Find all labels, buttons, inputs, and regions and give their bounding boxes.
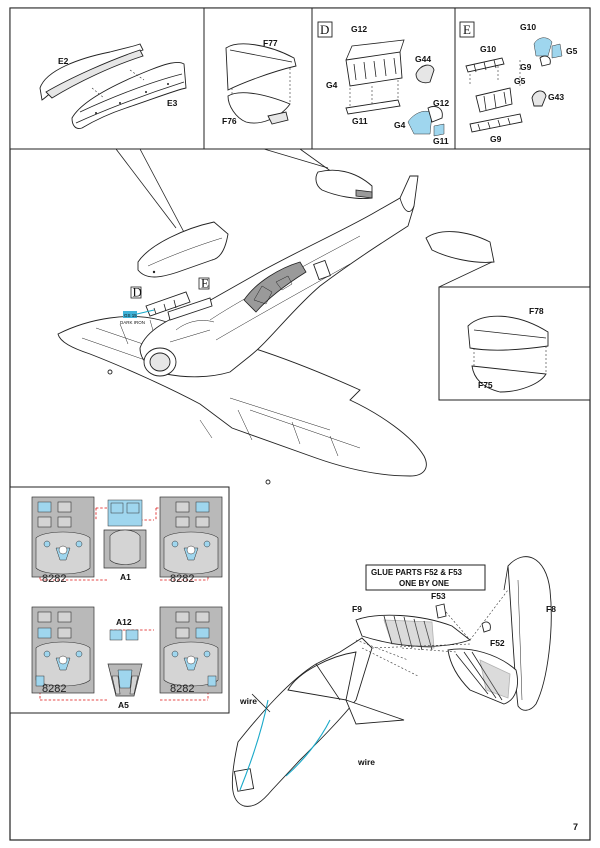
tail-assembly: GLUE PARTS F52 & F53 ONE BY ONE F9 F53 F… (231, 556, 556, 807)
label-f8: F8 (546, 604, 556, 614)
pe-panel-lr: 8282 (159, 606, 223, 695)
pe-panel-ur: 8282 (159, 496, 223, 585)
label-f9: F9 (352, 604, 362, 614)
label-g11: G11 (352, 116, 368, 126)
inset-photoetch: 8282 8282 A1 (9, 486, 230, 714)
label-a12: A12 (116, 617, 132, 627)
label-g9: G9 (520, 62, 532, 72)
step-d-letter: D (320, 22, 329, 37)
note-line-2: ONE BY ONE (399, 579, 450, 588)
main-step-d-letter: D (133, 285, 142, 300)
paint-callout-code: GS 15 (124, 313, 137, 318)
label-f77: F77 (263, 38, 278, 48)
label-e2: E2 (58, 56, 69, 66)
label-g43: G43 (548, 92, 564, 102)
main-step-e-letter: E (201, 276, 209, 291)
label-g9-rail: G9 (490, 134, 502, 144)
label-f76: F76 (222, 116, 237, 126)
pe-panel-ll: 8282 (31, 606, 95, 695)
label-a5: A5 (118, 700, 129, 710)
step-e-letter: E (463, 22, 471, 37)
label-f53: F53 (431, 591, 446, 601)
label-g5: G5 (566, 46, 578, 56)
label-g4-detail: G4 (394, 120, 406, 130)
label-wire-2: wire (357, 757, 375, 767)
step-e-parts: E G10 G10 G5 G9 G5 G43 G9 (459, 21, 578, 144)
label-f52: F52 (490, 638, 505, 648)
label-g10: G10 (520, 22, 536, 32)
canopy-front-parts: F77 F76 (222, 38, 297, 126)
page-number: 7 (573, 822, 578, 832)
inset-canopy-front (203, 7, 313, 150)
paint-callout-swatch (123, 311, 137, 318)
callout-line-2 (139, 148, 187, 237)
label-g11-detail: G11 (433, 136, 449, 146)
main-aircraft-assembly: D E GS 15 DARK IRON (57, 169, 495, 485)
label-a1: A1 (120, 572, 131, 582)
pe-part-a1: A1 (103, 499, 147, 582)
label-g12-detail: G12 (433, 98, 449, 108)
pe-panel-number-ur: 8282 (170, 573, 194, 585)
note-line-1: GLUE PARTS F52 & F53 (371, 568, 463, 577)
label-f75: F75 (478, 380, 493, 390)
label-g5-rail: G5 (514, 76, 526, 86)
paint-callout-name: DARK IRON (120, 320, 145, 325)
step-d-parts: D G12 G44 G4 G11 G4 G12 G11 (317, 21, 449, 146)
callout-line-4 (299, 148, 333, 173)
cowling-parts: E2 E3 (39, 43, 187, 129)
label-g44: G44 (415, 54, 431, 64)
note-box (365, 564, 486, 591)
label-e3: E3 (167, 98, 178, 108)
callout-line-1 (115, 148, 177, 229)
pe-panel-number-lr: 8282 (170, 683, 194, 695)
label-g4: G4 (326, 80, 338, 90)
label-wire-1: wire (239, 696, 257, 706)
step-d-box (317, 21, 333, 38)
pe-part-a12-a5: A12 A5 (107, 617, 143, 710)
step-e-box (459, 21, 475, 38)
pe-panel-number-ll: 8282 (42, 683, 66, 695)
label-g10-rail: G10 (480, 44, 496, 54)
inset-rudder: F78 F75 (438, 261, 591, 401)
callout-line-3 (263, 148, 329, 169)
label-f78: F78 (529, 306, 544, 316)
pe-panel-ul: 8282 (31, 496, 95, 585)
pe-panel-number-ul: 8282 (42, 573, 66, 585)
callout-line-5 (438, 261, 493, 288)
top-inset-row (9, 7, 591, 150)
label-g12: G12 (351, 24, 367, 34)
